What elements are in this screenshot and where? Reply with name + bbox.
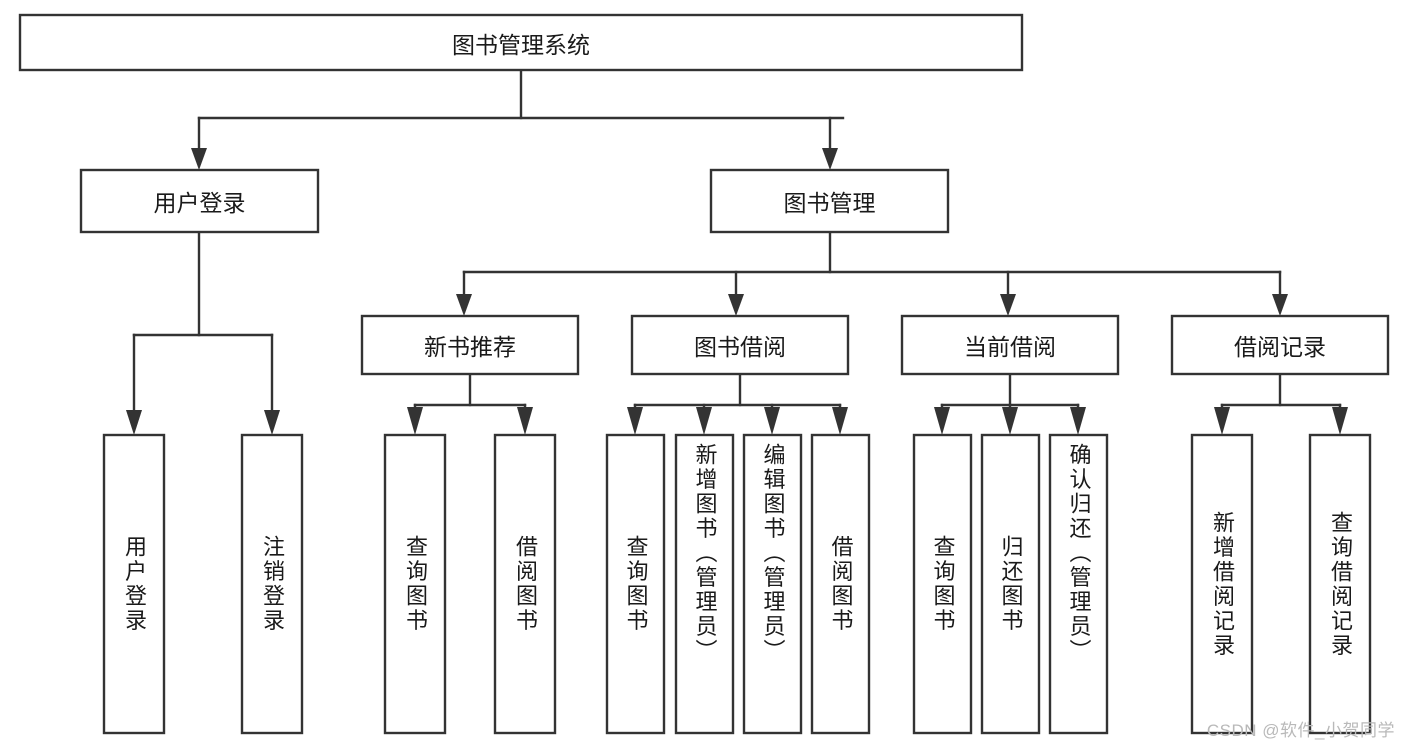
- node-box-leaf-query-book-1[interactable]: [383, 433, 447, 735]
- arrow-leaf-query-book-2: [627, 407, 643, 435]
- arrow-leaf-add-book: [696, 407, 712, 435]
- node-box-leaf-confirm-return[interactable]: [1048, 433, 1109, 735]
- connectors-layer: [126, 68, 1348, 435]
- arrow-leaf-query-book-1: [407, 407, 423, 435]
- arrow-leaf-borrow-book-1: [517, 407, 533, 435]
- node-box-leaf-return-book[interactable]: [980, 433, 1041, 735]
- node-box-leaf-query-book-2[interactable]: [605, 433, 666, 735]
- node-box-root[interactable]: [18, 13, 1024, 72]
- boxes-layer: [18, 13, 1390, 735]
- arrow-leaf-query-record: [1332, 407, 1348, 435]
- node-box-leaf-query-record[interactable]: [1308, 433, 1372, 735]
- arrow-leaf-user-logout: [264, 410, 280, 435]
- node-box-leaf-add-book[interactable]: [674, 433, 735, 735]
- node-box-borrow-record[interactable]: [1170, 314, 1390, 376]
- arrow-leaf-confirm-return: [1070, 407, 1086, 435]
- node-box-leaf-add-record[interactable]: [1190, 433, 1254, 735]
- arrow-leaf-query-book-3: [934, 407, 950, 435]
- node-box-leaf-edit-book[interactable]: [742, 433, 803, 735]
- arrow-to-current-borrow: [1000, 294, 1016, 316]
- arrow-leaf-borrow-book-2: [832, 407, 848, 435]
- node-box-book-management[interactable]: [709, 168, 950, 234]
- node-box-leaf-borrow-book-2[interactable]: [810, 433, 871, 735]
- node-box-book-borrow[interactable]: [630, 314, 850, 376]
- arrow-leaf-return-book: [1002, 407, 1018, 435]
- arrow-leaf-edit-book: [764, 407, 780, 435]
- node-box-leaf-user-login[interactable]: [102, 433, 166, 735]
- node-box-current-borrow[interactable]: [900, 314, 1120, 376]
- arrow-to-book-management: [822, 148, 838, 170]
- node-box-new-book-recommend[interactable]: [360, 314, 580, 376]
- arrow-to-borrow-record: [1272, 294, 1288, 316]
- arrow-to-user-login: [191, 148, 207, 170]
- node-box-leaf-borrow-book-1[interactable]: [493, 433, 557, 735]
- watermark-text: CSDN @软件_小贺同学: [1206, 721, 1395, 740]
- node-box-leaf-query-book-3[interactable]: [912, 433, 973, 735]
- arrow-to-new-book: [456, 294, 472, 316]
- arrow-leaf-user-login: [126, 410, 142, 435]
- arrow-to-book-borrow: [728, 294, 744, 316]
- arrow-leaf-add-record: [1214, 407, 1230, 435]
- node-box-leaf-user-logout[interactable]: [240, 433, 304, 735]
- node-box-user-login[interactable]: [79, 168, 320, 234]
